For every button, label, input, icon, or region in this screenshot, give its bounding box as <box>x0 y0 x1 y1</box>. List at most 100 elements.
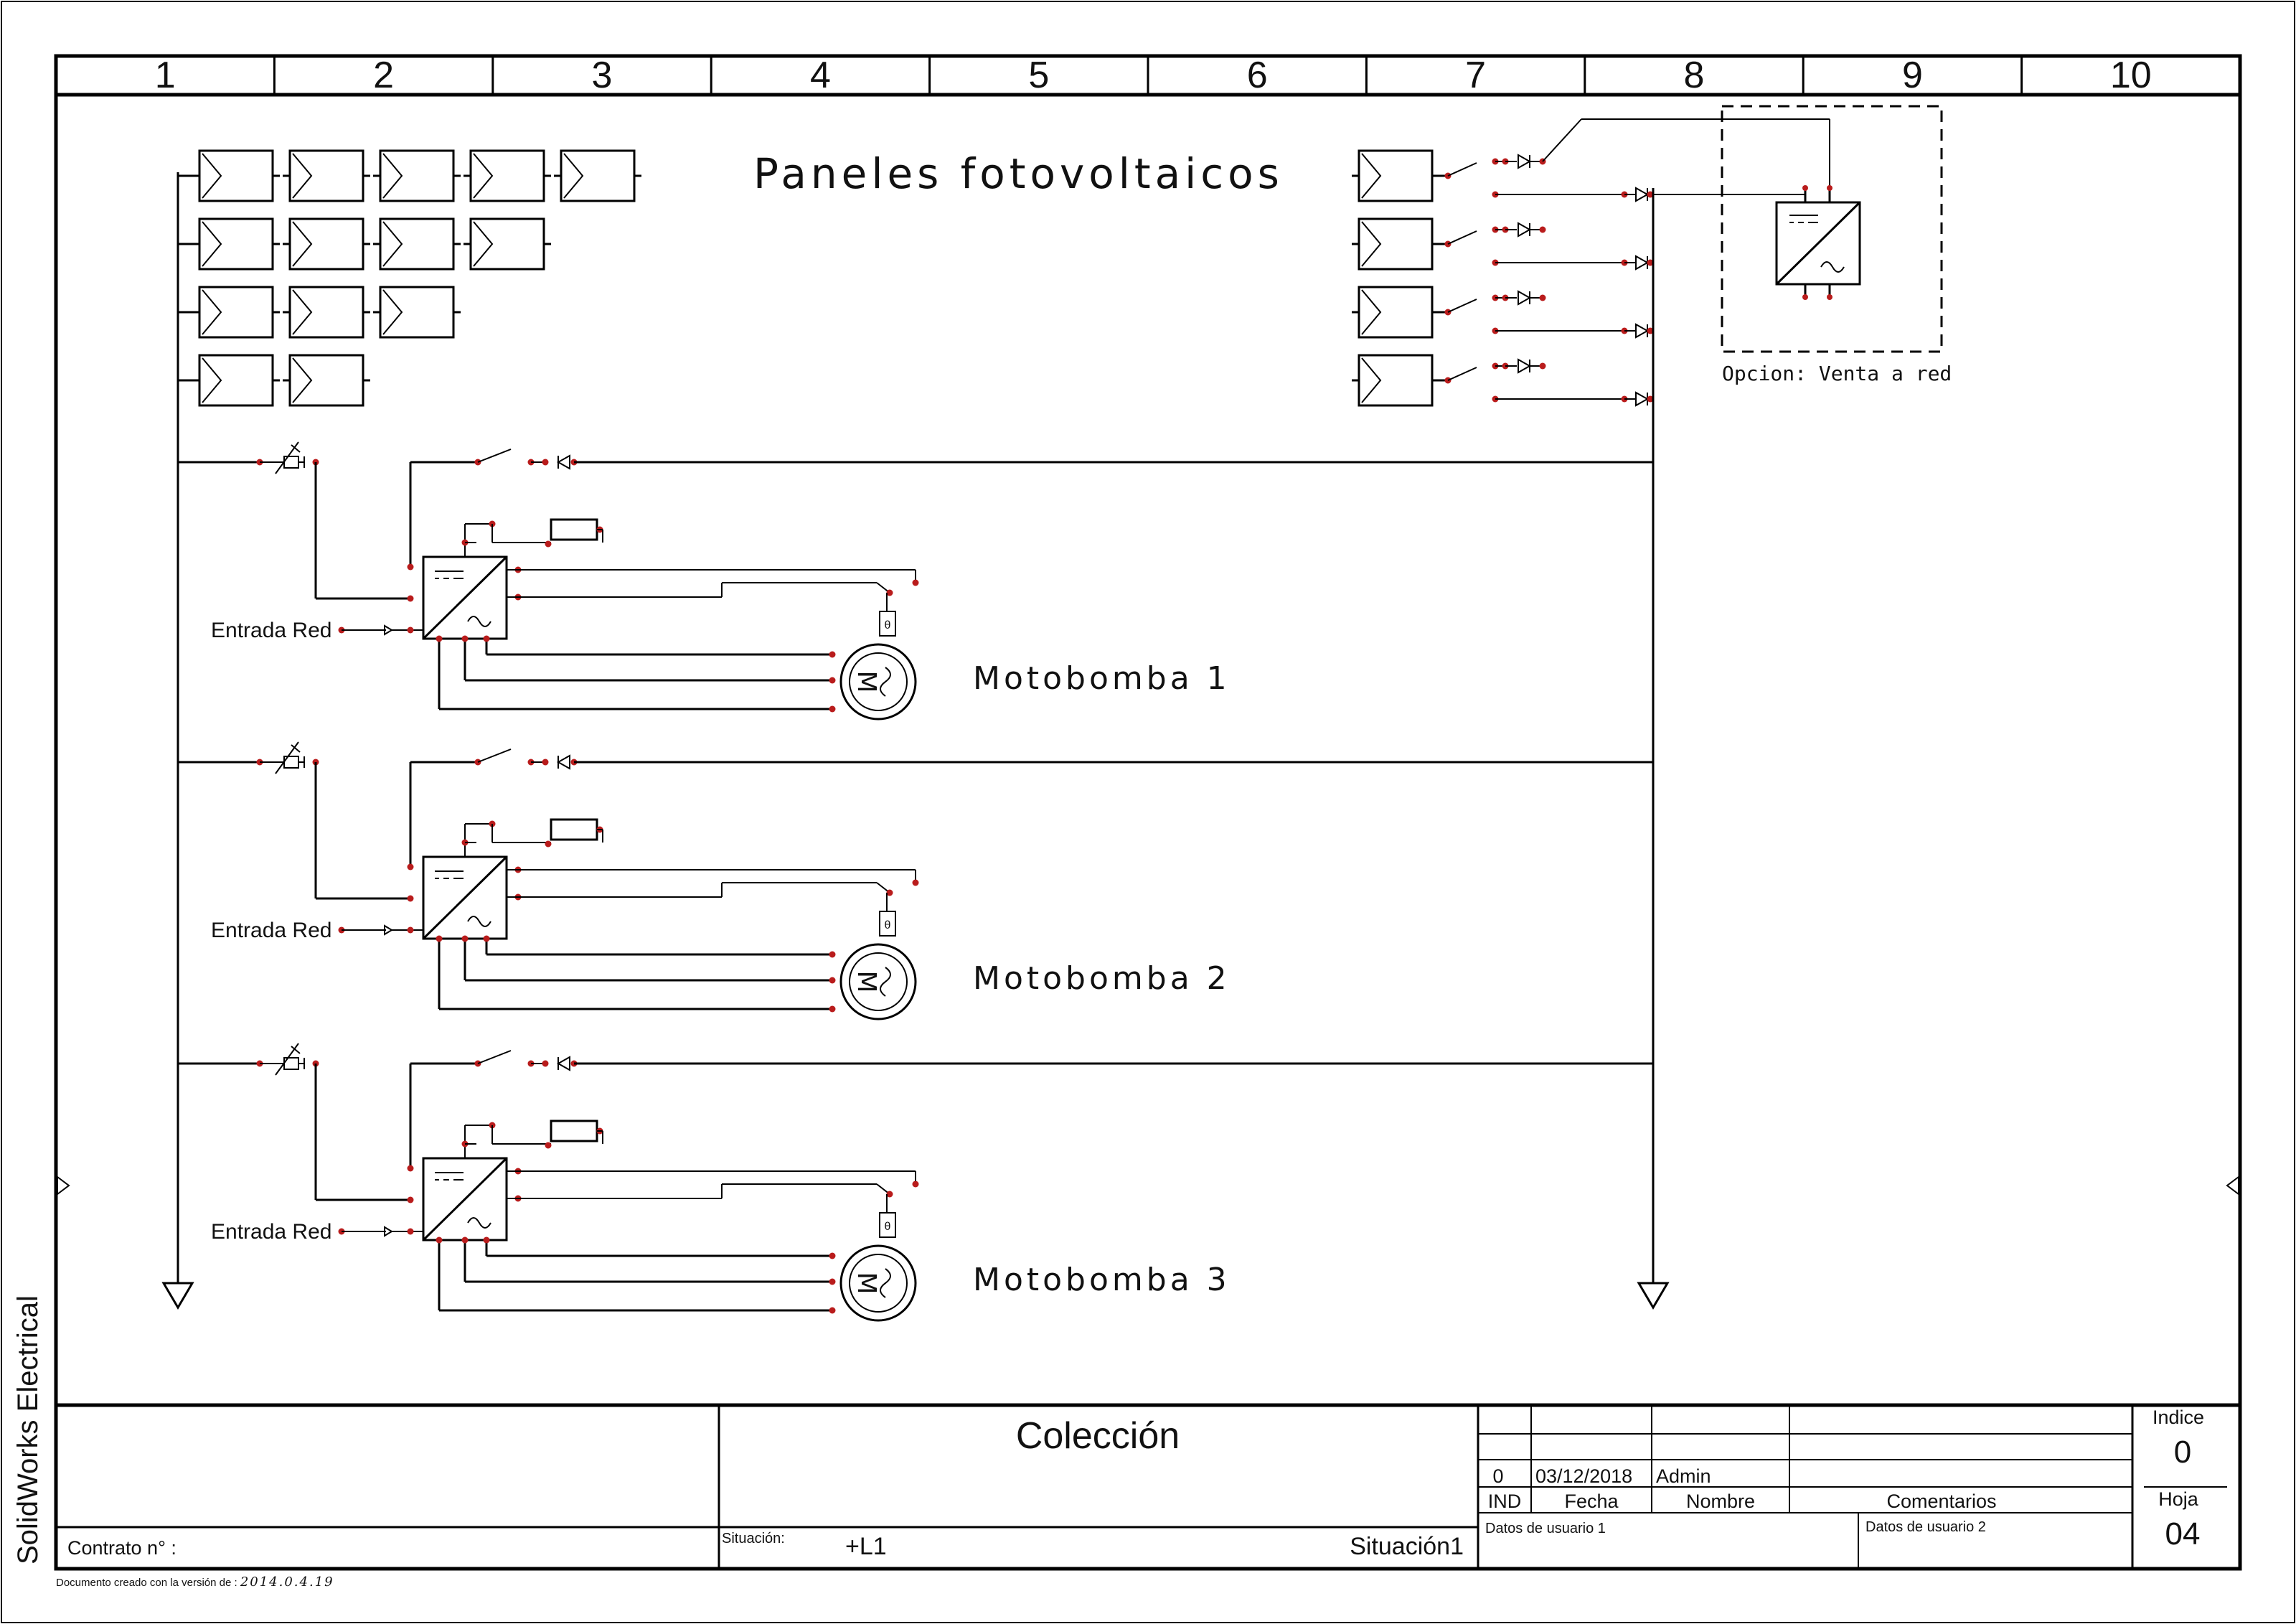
grid-column-label: 8 <box>1684 55 1705 96</box>
pv-array-left <box>178 149 641 407</box>
grid-column-label: 10 <box>2110 55 2152 96</box>
connection-dot <box>1647 259 1654 266</box>
grid-column-label: 1 <box>155 55 176 96</box>
connection-dot <box>461 1236 469 1244</box>
title-block <box>56 1403 2240 1569</box>
connection-dot <box>542 459 549 466</box>
pump-label: Motobomba 3 <box>973 1262 1231 1298</box>
connection-dot <box>407 1196 414 1203</box>
connection-dot <box>407 1165 414 1172</box>
grid-sale-option-label: Opcion: Venta a red <box>1722 362 1952 385</box>
pump-inverter <box>422 555 508 640</box>
connection-dot <box>1647 191 1654 198</box>
motor-letter: M <box>852 670 881 693</box>
connection-dot <box>542 1060 549 1067</box>
grid-column-label: 7 <box>1465 55 1486 96</box>
connection-dot <box>1539 226 1546 233</box>
pv-module <box>283 286 370 339</box>
revision-index: 0 <box>1492 1465 1503 1487</box>
version-note: Documento creado con la versión de : 201… <box>56 1574 334 1590</box>
connection-dot <box>407 563 414 571</box>
pv-array-right <box>1352 118 1830 407</box>
connection-dot <box>545 540 552 548</box>
grid-column-label: 2 <box>373 55 394 96</box>
connection-dot <box>829 951 836 958</box>
connection-dot <box>912 879 919 886</box>
connection-dot <box>436 635 443 642</box>
pump-label: Motobomba 1 <box>973 660 1231 697</box>
connection-dot <box>829 705 836 713</box>
pv-module <box>1352 217 1439 271</box>
index-label: Indice <box>2152 1407 2204 1428</box>
connection-dot <box>542 759 549 766</box>
pv-module <box>373 217 461 271</box>
pump-label: Motobomba 2 <box>973 960 1231 997</box>
pv-module <box>373 286 461 339</box>
connection-dot <box>407 895 414 902</box>
thermal-sensor <box>879 611 896 637</box>
pv-module <box>1352 286 1439 339</box>
sheet-label: Hoja <box>2158 1488 2199 1510</box>
sheet-value: 04 <box>2165 1516 2201 1552</box>
header-date: Fecha <box>1564 1491 1619 1512</box>
connection-dot <box>461 635 469 642</box>
index-value: 0 <box>2174 1435 2191 1470</box>
connection-dot <box>1647 327 1654 334</box>
connection-dot <box>436 935 443 942</box>
connection-dot <box>407 595 414 602</box>
grid-column-dividers <box>273 56 2023 95</box>
pv-module <box>192 149 280 202</box>
connection-dot <box>829 677 836 684</box>
pv-module <box>192 354 280 407</box>
connection-dot <box>1647 395 1654 403</box>
pv-module <box>373 149 461 202</box>
pv-module <box>1352 354 1439 407</box>
connection-dot <box>407 1228 414 1235</box>
ground-symbol-right <box>1637 1282 1670 1310</box>
grid-column-label: 9 <box>1902 55 1923 96</box>
braking-resistor <box>550 518 598 541</box>
revision-name: Admin <box>1656 1465 1711 1487</box>
header-comments: Comentarios <box>1886 1491 1996 1512</box>
pv-module <box>464 217 551 271</box>
pv-module <box>192 217 280 271</box>
grid-column-label: 6 <box>1247 55 1268 96</box>
connection-dot <box>912 579 919 586</box>
thermal-symbol: θ <box>885 919 891 931</box>
connection-dot <box>829 1252 836 1259</box>
user-data-1: Datos de usuario 1 <box>1485 1521 1606 1536</box>
thermal-sensor <box>879 911 896 937</box>
pv-module <box>283 354 370 407</box>
connection-dot <box>829 1307 836 1314</box>
pump-motor-3: M <box>839 1244 917 1322</box>
pump-inverter <box>422 1157 508 1242</box>
pv-module <box>464 149 551 202</box>
grid-column-label: 5 <box>1028 55 1049 96</box>
thermal-sensor <box>879 1212 896 1238</box>
motor-letter: M <box>852 1272 881 1294</box>
left-center-mark <box>57 1175 70 1196</box>
connection-dot <box>829 651 836 658</box>
connection-dot <box>407 926 414 934</box>
user-data-2: Datos de usuario 2 <box>1866 1519 1986 1535</box>
mains-input-label: Entrada Red <box>211 619 331 642</box>
connection-dot <box>545 1142 552 1149</box>
ground-symbol-left <box>161 1282 194 1310</box>
connection-dot <box>407 863 414 870</box>
braking-resistor <box>550 1120 598 1142</box>
grid-tie-inverter <box>1775 185 1861 300</box>
connection-dot <box>886 889 893 896</box>
pv-module <box>554 149 641 202</box>
pump-inverter <box>422 855 508 940</box>
connection-dot <box>829 1005 836 1013</box>
collection-title: Colección <box>1016 1415 1180 1457</box>
connection-dot <box>461 935 469 942</box>
thermal-symbol: θ <box>885 619 891 632</box>
situation-code: +L1 <box>845 1533 887 1560</box>
pv-module <box>1352 149 1439 202</box>
connection-dot <box>483 635 490 642</box>
pump-motor-1: M <box>839 643 917 721</box>
